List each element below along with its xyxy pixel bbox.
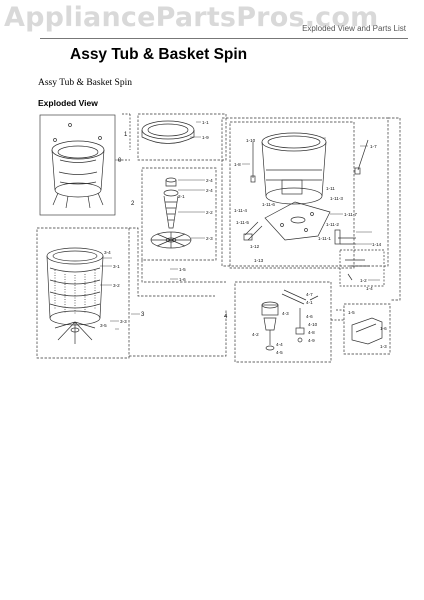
- callout-2-1: 2-1: [178, 194, 185, 199]
- tub-base-plate: [243, 201, 356, 245]
- callout-4-2: 4-2: [252, 332, 259, 337]
- section-label: Exploded View: [38, 98, 98, 108]
- callout-4-10: 4-10: [308, 322, 318, 327]
- tub-cover: [141, 120, 195, 144]
- callout-2-4b: 2-4: [206, 188, 213, 193]
- callout-1-5: 1-5: [179, 267, 186, 272]
- subtitle: Assy Tub & Basket Spin: [38, 78, 132, 88]
- callout-3: 3: [141, 312, 145, 318]
- callout-1-11-3: 1-11-3: [330, 196, 343, 201]
- page-title: Assy Tub & Basket Spin: [70, 46, 248, 63]
- overview-thumbnail: [39, 114, 116, 216]
- callout-2: 2: [131, 201, 135, 207]
- callout-1-6b: 1-6: [380, 326, 387, 331]
- callout-1-1: 1-1: [202, 120, 209, 125]
- drive-motor-assembly: [261, 289, 319, 351]
- spin-basket: [46, 247, 104, 344]
- callout-4-8: 4-8: [308, 330, 315, 335]
- callout-2-2: 2-2: [206, 210, 213, 215]
- callout-3-2: 3-2: [113, 283, 120, 288]
- callout-1-12: 1-12: [250, 244, 260, 249]
- callout-1-6: 1-6: [179, 277, 186, 282]
- callout-4: 4: [224, 314, 228, 320]
- callout-1-7: 1-7: [370, 144, 377, 149]
- callout-1-8: 1-8: [234, 162, 241, 167]
- callout-4-5: 4-5: [276, 350, 283, 355]
- callout-labels: 0 1 1-1 1-9 2 2-4 2-4 2-1 2-2 2-3 1-5 1-…: [100, 120, 387, 355]
- pulsator-assembly: [150, 177, 192, 249]
- callout-1-11-2: 1-11-2: [326, 222, 339, 227]
- callout-3-4: 3-4: [104, 250, 111, 255]
- outer-tub: [261, 132, 327, 205]
- callout-1-13: 1-13: [254, 258, 264, 263]
- callout-1-11-5: 1-11-5: [236, 220, 249, 225]
- callout-1-11-7: 1-11-7: [344, 212, 357, 217]
- callout-1-14: 1-14: [372, 242, 382, 247]
- callout-3-3: 3-3: [120, 319, 127, 324]
- callout-4-7: 4-7: [306, 292, 313, 297]
- callout-1-11-4: 1-11-4: [234, 208, 247, 213]
- callout-3-1: 3-1: [113, 264, 120, 269]
- callout-1-10: 1-10: [246, 138, 256, 143]
- callout-1-9: 1-9: [202, 135, 209, 140]
- callout-4-3: 4-3: [282, 311, 289, 316]
- callout-1-3: 1-3: [380, 344, 387, 349]
- support-rods: [250, 139, 369, 183]
- callout-4-4: 4-4: [276, 342, 283, 347]
- callout-1-5b: 1-5: [348, 310, 355, 315]
- title-divider: [40, 38, 408, 39]
- callout-1-11-1: 1-11-1: [318, 236, 331, 241]
- callout-1-11-6: 1-11-6: [262, 202, 275, 207]
- callout-4-1: 4-1: [306, 300, 313, 305]
- callout-0: 0: [118, 158, 122, 164]
- callout-1-11: 1-11: [326, 186, 335, 191]
- callout-1-2: 1-2: [360, 278, 367, 283]
- callout-1: 1: [124, 132, 128, 138]
- callout-4-9: 4-9: [308, 338, 315, 343]
- header-label: Exploded View and Parts List: [302, 24, 406, 33]
- callout-2-3: 2-3: [206, 236, 213, 241]
- callout-3-5: 3-5: [100, 323, 107, 328]
- mount-bracket: [351, 317, 383, 345]
- callout-2-4: 2-4: [206, 178, 213, 183]
- callout-4-6: 4-6: [306, 314, 313, 319]
- callout-1-4: 1-4: [366, 286, 373, 291]
